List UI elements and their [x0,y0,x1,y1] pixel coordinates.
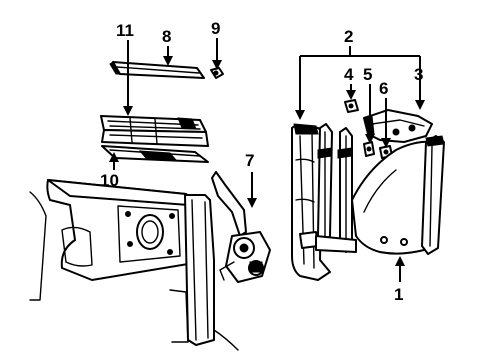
fastener-4-part [344,99,359,113]
callout-1: 1 [394,285,403,304]
callout-7: 7 [245,151,254,170]
callout-10: 10 [100,171,119,190]
callout-3: 3 [414,65,423,84]
callout-4: 4 [344,65,354,84]
weatherstrip-bar-part [109,61,205,79]
callout-5: 5 [363,65,372,84]
body-pillar [169,194,239,351]
callout-labels: 1 2 3 4 5 6 7 8 9 10 11 [100,19,423,304]
window-regulator-part [211,171,271,283]
window-guide-rails [315,123,357,253]
glass-run-channel-part [421,135,445,255]
quarter-trim-panel [29,179,203,301]
upper-channel-part [100,115,209,147]
callout-8: 8 [162,27,171,46]
clip-part [210,67,224,79]
leader-lines [109,38,425,282]
callout-11: 11 [116,21,134,40]
callout-9: 9 [211,19,220,38]
callout-2: 2 [344,27,353,46]
upper-bracket-part [363,109,433,143]
lower-trim-part [101,145,209,163]
fastener-5-part [363,141,375,157]
callout-6: 6 [379,79,388,98]
